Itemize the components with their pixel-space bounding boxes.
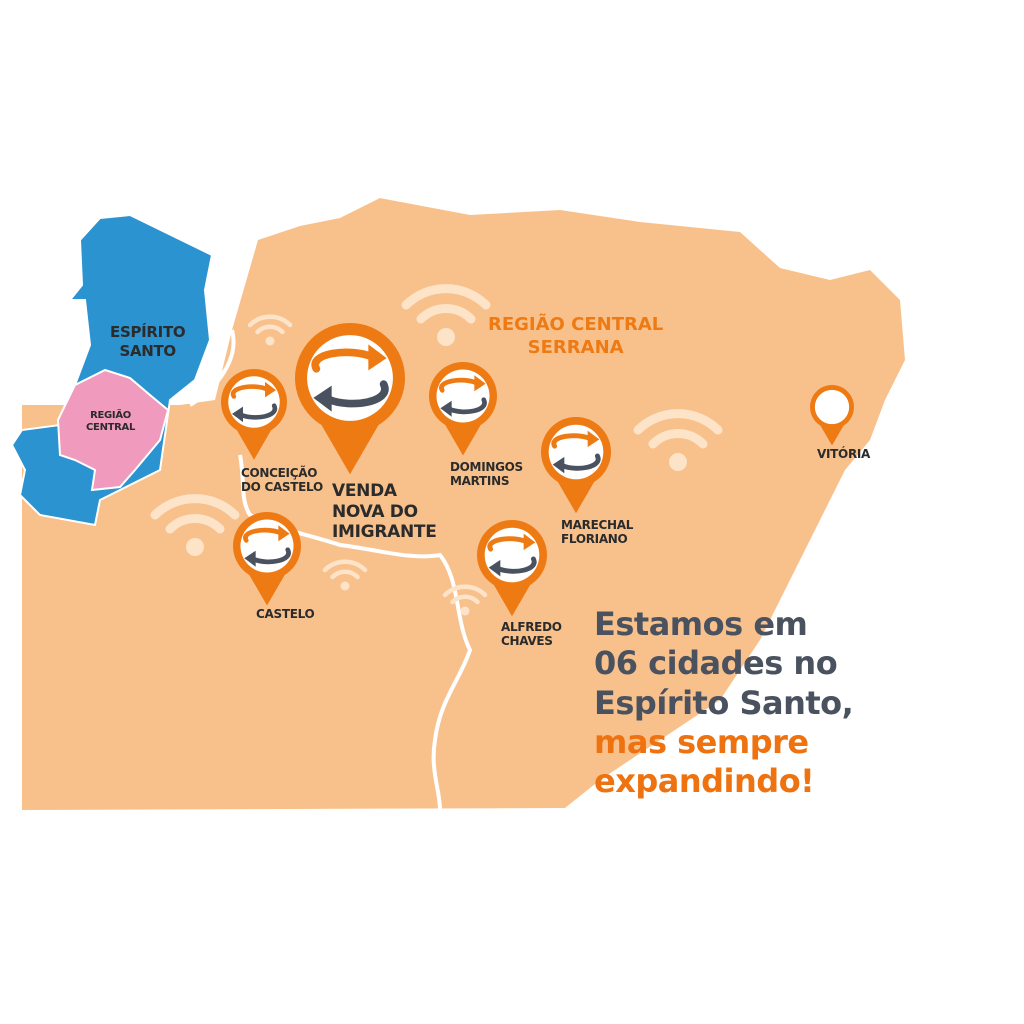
city-label-line: MARTINS	[450, 474, 510, 489]
city-label-line: DO CASTELO	[241, 480, 323, 495]
map-pin-alfredo-chaves[interactable]	[477, 520, 547, 617]
city-label-marechal-floriano: MARECHAL FLORIANO	[561, 518, 633, 547]
city-label-venda-nova-do-imigrante: VENDA NOVA DO IMIGRANTE	[332, 481, 437, 543]
map-pin-conceicao-do-castelo[interactable]	[221, 369, 287, 460]
headline-line: Estamos em	[594, 605, 808, 643]
state-label-line: SANTO	[119, 341, 176, 360]
map-pin-vitoria[interactable]	[810, 385, 854, 446]
inset-state-label: ESPÍRITO SANTO	[110, 323, 186, 361]
state-label-line: ESPÍRITO	[110, 323, 186, 341]
region-label-line: CENTRAL	[86, 422, 136, 433]
city-label-alfredo-chaves: ALFREDO CHAVES	[501, 620, 562, 649]
region-central-inset	[56, 368, 170, 492]
region-label-line: REGIÃO	[90, 410, 131, 421]
map-pin-domingos-martins[interactable]	[429, 362, 497, 456]
city-label-line: ALFREDO	[501, 620, 562, 634]
city-label-line: DOMINGOS	[450, 460, 523, 474]
region-title-line: REGIÃO CENTRAL	[488, 314, 664, 335]
headline-line: Espírito Santo,	[594, 683, 854, 722]
city-label-conceicao-do-castelo: CONCEIÇÃO DO CASTELO	[241, 466, 323, 495]
map-pin-castelo[interactable]	[233, 512, 301, 606]
headline: Estamos em 06 cidades no Espírito Santo,…	[594, 605, 1024, 802]
city-label-line: CASTELO	[256, 607, 315, 621]
city-label-line: VITÓRIA	[817, 447, 871, 461]
map-pin-venda-nova-do-imigrante[interactable]	[295, 323, 405, 475]
city-label-line: CONCEIÇÃO	[241, 466, 318, 480]
city-label-castelo: CASTELO	[256, 607, 315, 621]
city-label-line: MARECHAL	[561, 518, 634, 532]
city-label-line: IMIGRANTE	[332, 522, 437, 543]
city-label-domingos-martins: DOMINGOS MARTINS	[450, 460, 523, 489]
region-title-line: SERRANA	[527, 337, 624, 359]
city-label-vitoria: VITÓRIA	[817, 447, 870, 461]
land-region-central-serrana	[22, 198, 905, 810]
map-pin-marechal-floriano[interactable]	[541, 417, 611, 514]
city-label-line: NOVA DO	[332, 501, 418, 522]
headline-line: 06 cidades no	[594, 644, 838, 683]
city-label-line: VENDA	[332, 481, 397, 501]
city-label-line: CHAVES	[501, 634, 553, 649]
inset-region-label: REGIÃO CENTRAL	[86, 410, 135, 434]
region-title: REGIÃO CENTRAL SERRANA	[488, 313, 663, 360]
city-label-line: FLORIANO	[561, 532, 628, 547]
headline-accent-line: mas sempre expandindo!	[594, 723, 815, 801]
